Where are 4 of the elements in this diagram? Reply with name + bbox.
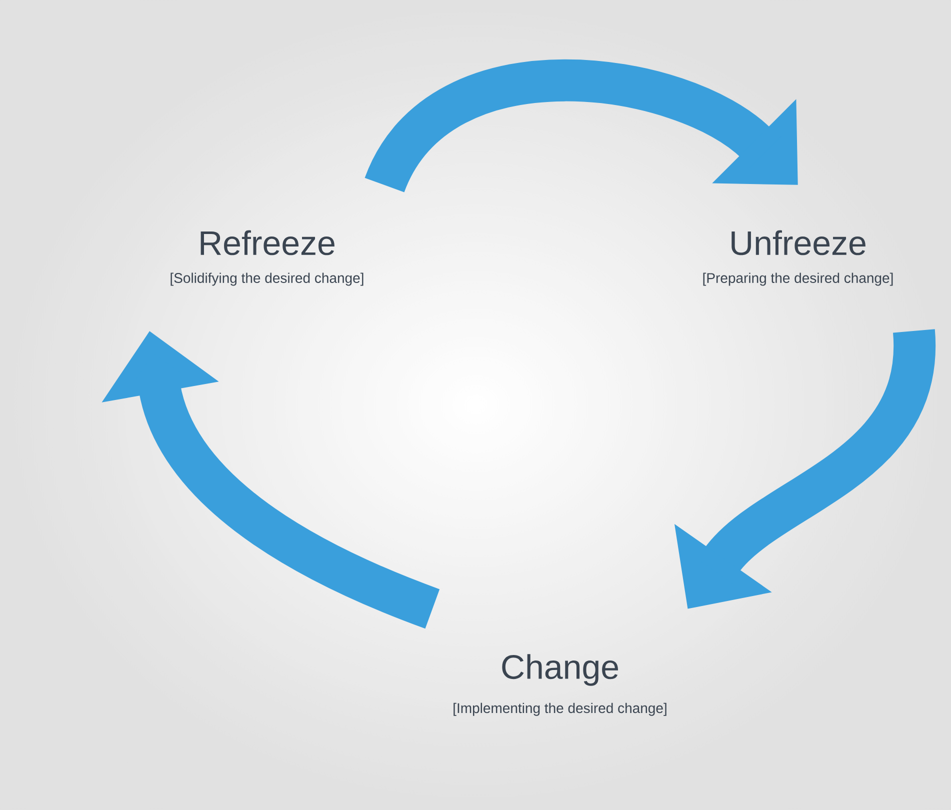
- curved-arrow: [366, 59, 798, 195]
- stage-label: Change [Implementing the desired change]: [454, 654, 666, 716]
- stage-label: Unfreeze [Preparing the desired change]: [703, 230, 893, 286]
- stage-label: Refreeze [Solidifying the desired change]: [170, 230, 364, 286]
